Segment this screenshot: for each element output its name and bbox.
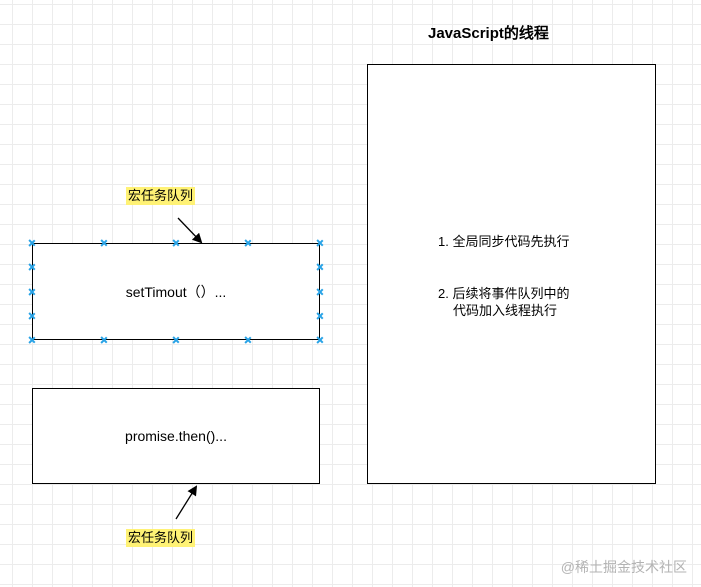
macrotask-queue-label-top: 宏任务队列 (126, 187, 196, 205)
watermark: @稀土掘金技术社区 (560, 559, 687, 575)
thread-step-2-line-2: 代码加入线程执行 (453, 303, 558, 318)
thread-step-1: 1. 全局同步代码先执行 (438, 234, 570, 249)
thread-step-2-line-1: 2. 后续将事件队列中的 (438, 286, 570, 301)
promise-label: promise.then()... (125, 428, 227, 444)
promise-box[interactable]: promise.then()... (32, 388, 320, 484)
arrow-to-settimeout[interactable] (177, 217, 203, 244)
arrow-to-promise[interactable] (175, 485, 198, 520)
thread-step-2: 2. 后续将事件队列中的 代码加入线程执行 (438, 285, 569, 319)
settimeout-label: setTimout（）... (125, 283, 227, 300)
thread-title: JavaScript的线程 (428, 25, 549, 42)
macrotask-queue-label-bottom: 宏任务队列 (126, 529, 196, 547)
js-thread-box[interactable]: 1. 全局同步代码先执行 2. 后续将事件队列中的 代码加入线程执行 (367, 64, 656, 484)
